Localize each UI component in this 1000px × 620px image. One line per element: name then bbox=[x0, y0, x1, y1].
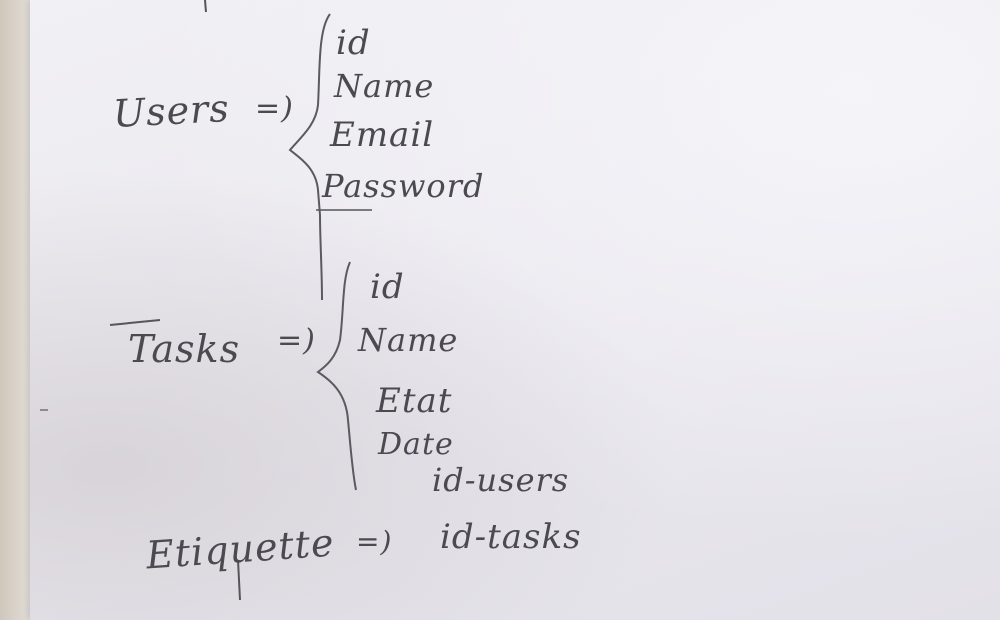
users-field-id: id bbox=[336, 23, 371, 63]
entity-users-label: Users bbox=[111, 85, 231, 137]
top-tick-stroke bbox=[204, 0, 207, 13]
paper-sheet bbox=[30, 0, 1000, 620]
users-field-email: Email bbox=[330, 115, 435, 155]
users-field-name: Name bbox=[334, 67, 435, 105]
tasks-brace bbox=[316, 261, 357, 491]
tasks-field-id: id bbox=[370, 267, 405, 307]
users-arrow: =) bbox=[255, 91, 294, 126]
etiquette-field-id-tasks: id-tasks bbox=[440, 517, 582, 557]
tasks-field-id-users: id-users bbox=[432, 461, 570, 499]
etiquette-descender bbox=[237, 559, 241, 601]
users-field-password: Password bbox=[322, 167, 485, 205]
tasks-t-bar bbox=[109, 319, 161, 326]
tasks-field-date: Date bbox=[378, 427, 454, 462]
tasks-arrow: =) bbox=[277, 323, 316, 358]
etiquette-arrow: =) bbox=[356, 525, 393, 558]
tasks-field-name: Name bbox=[358, 321, 459, 359]
tasks-field-etat: Etat bbox=[376, 381, 453, 421]
users-brace bbox=[288, 13, 331, 301]
entity-tasks-label: Tasks bbox=[128, 327, 241, 371]
